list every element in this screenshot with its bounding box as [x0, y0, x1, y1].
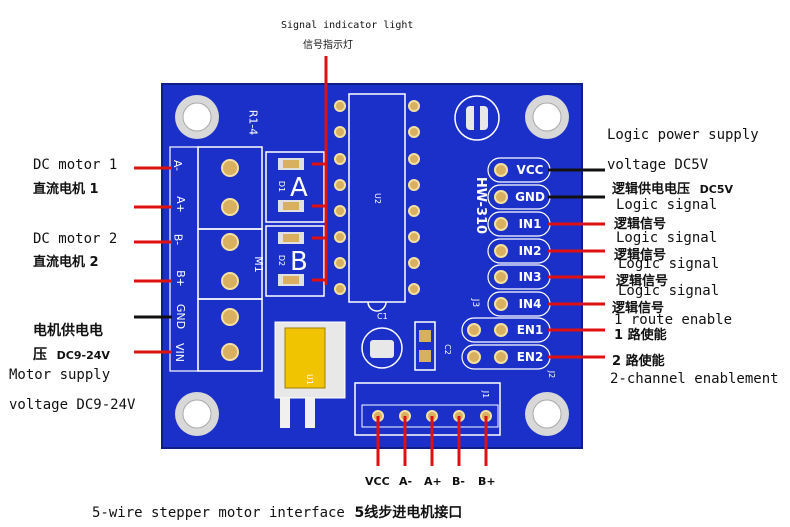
logic-signal-zh-2: 逻辑信号 [614, 248, 667, 263]
logic-header [467, 163, 508, 364]
pin-vcc: VCC [516, 163, 544, 177]
bottom-pin-vcc: VCC [365, 475, 390, 488]
logic-power-zh: 逻辑供电电压 DC5V [612, 178, 733, 197]
logic-signal-zh-1: 逻辑信号 [614, 217, 667, 232]
dc-motor-2-label: DC motor 2 [33, 231, 118, 247]
bottom-pin-a-plus: A+ [424, 475, 442, 488]
stepper-interface-caption: 5-wire stepper motor interface 5线步进电机接口 [92, 502, 462, 522]
route-2-en: 2-channel enablement [610, 371, 779, 387]
pin-gnd: GND [515, 190, 545, 204]
dc-motor-1-label: DC motor 1 [33, 157, 118, 173]
logic-signal-en-1: Logic signal [616, 197, 718, 213]
logic-power-voltage: DC5V [699, 183, 734, 196]
pin-in2: IN2 [518, 244, 542, 258]
logic-signal-zh-4: 逻辑信号 [612, 301, 665, 316]
u2-label: U2 [372, 193, 382, 204]
terminal-gnd: GND [174, 303, 188, 330]
logic-power-en-line1: Logic power supply [607, 127, 759, 143]
j2-label: J2 [547, 370, 557, 379]
signal-indicator-title-en: Signal indicator light [281, 20, 414, 31]
terminal-b-plus: B+ [173, 270, 187, 287]
indicator-leds [278, 158, 304, 286]
capacitor-c2 [414, 321, 436, 371]
logic-signal-en-3: Logic signal [618, 256, 720, 272]
mounting-hole-top-right [525, 95, 569, 139]
stepper-caption-en: 5-wire stepper motor interface [92, 505, 345, 521]
c1-label: C1 [377, 312, 388, 321]
regulator-u1 [274, 321, 346, 428]
pointer-lines [134, 56, 605, 466]
dc-motor-1-zh-label: 直流电机 1 [33, 182, 99, 197]
terminal-vin: VIN [173, 343, 186, 362]
route-1-zh: 1 路使能 [614, 328, 667, 343]
capacitor-c1 [361, 327, 403, 369]
pin-in1: IN1 [518, 217, 542, 231]
logic-signal-en-2: Logic signal [616, 230, 718, 246]
resistor-label: R1-4 [246, 109, 260, 136]
terminal-b-minus: B- [171, 233, 185, 246]
m1-label: M1 [251, 256, 265, 273]
pcb-board [161, 83, 583, 449]
mounting-hole-bottom-left [175, 392, 219, 436]
logic-power-zh-prefix: 逻辑供电电压 [612, 182, 691, 197]
motor-supply-zh-prefix: 压 [33, 347, 47, 363]
signal-indicator-title-zh: 信号指示灯 [303, 40, 353, 51]
u1-label: U1 [304, 374, 314, 385]
indicator-box-b [265, 225, 325, 297]
ic-u2 [348, 93, 406, 303]
dc-motor-2-zh-label: 直流电机 2 [33, 255, 99, 270]
board-model: HW-310 [473, 176, 489, 235]
pin-en1: EN1 [516, 323, 544, 337]
mounting-hole-top-left [175, 95, 219, 139]
route-1-en: 1 route enable [614, 312, 733, 328]
indicator-box-a [265, 151, 325, 223]
logic-signal-zh-3: 逻辑信号 [616, 274, 669, 289]
logic-power-en-line2: voltage DC5V [607, 157, 709, 173]
terminal-a-minus: A- [171, 159, 185, 172]
mounting-hole-bottom-right [525, 392, 569, 436]
capacitor-c3 [454, 95, 500, 141]
bottom-pin-b-plus: B+ [478, 475, 496, 488]
j1-label: J1 [481, 390, 491, 399]
bottom-pin-b-minus: B- [452, 475, 465, 488]
logic-signal-en-4: Logic signal [618, 283, 720, 299]
stepper-caption-zh: 5线步进电机接口 [354, 505, 463, 521]
motor-supply-en-line2: voltage DC9-24V [9, 397, 136, 413]
channel-b-label: B [290, 247, 308, 277]
terminal-screws [221, 159, 239, 361]
pointer-lines-black [134, 168, 605, 319]
d2-label: D2 [277, 254, 287, 267]
motor-supply-zh-line1: 电机供电电 [33, 323, 103, 339]
bottom-pin-a-minus: A- [399, 475, 413, 488]
d1-label: D1 [277, 180, 287, 193]
route-2-zh: 2 路使能 [612, 354, 665, 369]
j3-label: J3 [470, 298, 481, 308]
motor-supply-en-line1: Motor supply [9, 367, 111, 383]
pin-in4: IN4 [518, 297, 542, 311]
channel-a-label: A [290, 173, 308, 203]
motor-supply-voltage: DC9-24V [56, 349, 110, 362]
pin-in3: IN3 [518, 270, 542, 284]
terminal-a-plus: A+ [173, 196, 187, 213]
motor-supply-zh-line2: 压 DC9-24V [33, 344, 110, 364]
pin-en2: EN2 [516, 350, 544, 364]
c2-label: C2 [442, 344, 452, 355]
ic-pins [334, 100, 420, 295]
